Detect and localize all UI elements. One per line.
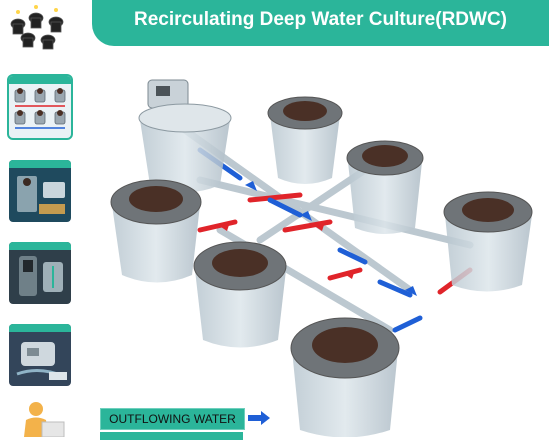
thumb-top-drip-system[interactable] [9,160,71,222]
thumb-system-overview[interactable] [7,74,73,140]
bucket-front-bottom [290,317,400,437]
outflowing-water-label: OUTFLOWING WATER [100,408,245,430]
header-banner: Recirculating Deep Water Culture(RDWC) [92,0,549,46]
bucket-back-center [267,96,343,184]
thumb-water-level-gauge[interactable] [9,242,71,304]
outflow-arrow-icon [248,411,270,425]
bucket-front-left [110,179,202,283]
page-title: Recirculating Deep Water Culture(RDWC) [134,9,507,30]
thumb-control-box[interactable] [9,324,71,386]
mascot-person-icon [24,402,65,437]
bucket-right [443,191,533,292]
product-thumbnail-image [10,5,64,50]
bucket-back-right [346,140,424,234]
inflowing-water-label-partial [100,432,243,440]
bucket-back-left [138,79,232,193]
rdwc-system-diagram [110,79,533,437]
bucket-front-center [193,241,287,348]
